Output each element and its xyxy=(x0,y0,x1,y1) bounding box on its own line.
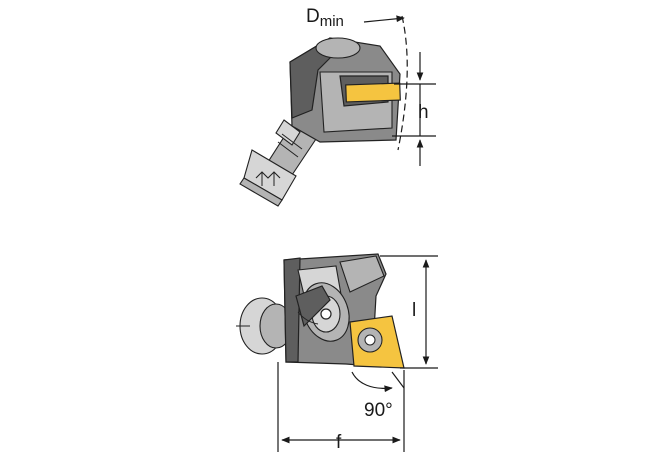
clamp-nut xyxy=(239,149,297,207)
top-tool-view xyxy=(239,37,401,207)
dmin-label: Dmin xyxy=(306,6,344,30)
angle-label: 90° xyxy=(364,400,393,421)
round-shank xyxy=(236,297,293,355)
cutting-insert-top xyxy=(345,82,401,103)
clamp-mechanism xyxy=(295,282,350,342)
cutting-insert-side xyxy=(349,315,405,369)
angle-dimension: 90° xyxy=(351,371,405,421)
bottom-tool-view xyxy=(236,253,405,369)
h-label: h xyxy=(418,102,429,123)
h-dimension: h xyxy=(392,52,436,166)
f-dimension: f xyxy=(277,362,405,453)
l-label: l xyxy=(412,300,416,321)
f-label: f xyxy=(336,432,342,453)
l-dimension: l xyxy=(380,255,438,369)
screw-icon xyxy=(320,308,332,320)
